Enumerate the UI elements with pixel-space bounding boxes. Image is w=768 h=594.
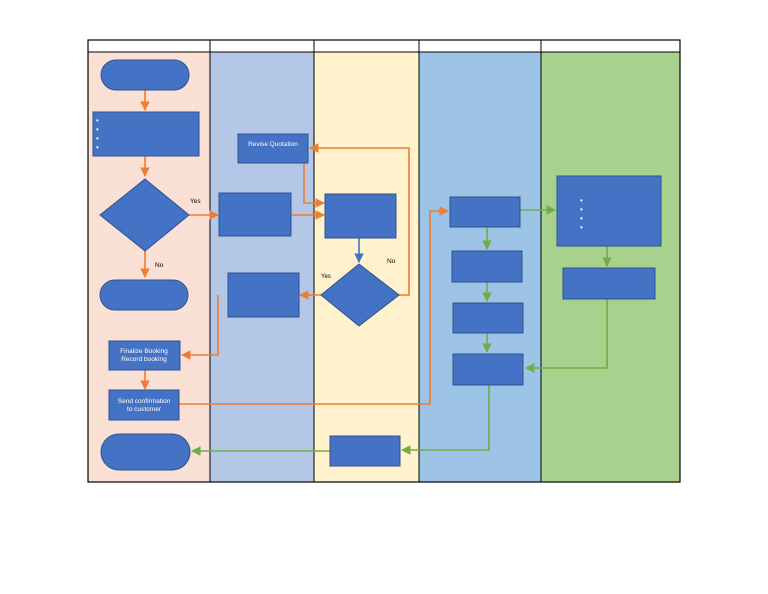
end-terminator-2[interactable] [100,433,191,471]
bullet: • [580,196,583,205]
arrow-revise-to-review [303,163,325,208]
lane3-bottom-box[interactable] [329,435,401,467]
bullet: • [580,223,583,232]
send-confirmation-box[interactable] [108,389,180,421]
connectors [140,90,612,456]
arrow-decision2-no-to-revise [309,143,410,296]
decision-diamond-2[interactable] [320,263,400,327]
decision-diamond-1[interactable] [99,178,190,252]
bullets: • • • • • • • • [96,116,583,232]
bullet: • [96,134,99,143]
arrow-step4-to-lane3-box [401,385,490,455]
finalize-booking-label-line2: Record booking [121,356,167,363]
revise-quotation-box[interactable] [237,133,309,164]
finalize-booking-label-line1: Finalize Booking [120,348,168,355]
lane-3 [314,52,419,482]
diagram-border [87,39,681,483]
revise-quotation-label: Revise Quotation [248,141,298,148]
bullet: • [96,143,99,152]
start-terminator[interactable] [100,59,190,91]
lane4-step-2[interactable] [451,250,523,283]
yes-label-decision-2: Yes [321,274,331,280]
bullet-list-box[interactable] [92,111,200,157]
lane-header-strip [87,39,681,53]
end-terminator-1[interactable] [99,279,189,311]
no-label-decision-2: No [387,258,396,265]
bullet: • [580,205,583,214]
lane-2 [210,52,314,482]
lane4-step-1[interactable] [449,196,521,228]
lane4-step-3[interactable] [452,302,524,334]
lane5-lower-box[interactable] [562,267,656,300]
shape-labels: Revise Quotation Finalize Booking Record… [118,141,299,413]
arrow-lane5-box-to-step4 [525,299,608,373]
shapes [92,59,662,471]
lane2-process-box[interactable] [218,192,292,237]
arrow-send-to-lane4 [179,206,449,405]
lane-5 [541,52,680,482]
send-confirmation-label-line1: Send confirmation [118,398,171,405]
bullet: • [96,125,99,134]
finalize-booking-box[interactable] [108,340,181,371]
bullet: • [580,214,583,223]
yes-label-decision-1: Yes [190,198,201,205]
lane3-process-box[interactable] [324,193,397,239]
edge-labels: Yes No Yes No [155,198,396,280]
lane4-step-4[interactable] [452,353,524,386]
lane5-bullet-box[interactable] [556,175,662,247]
send-confirmation-label-line2: to customer [127,406,162,413]
no-label-decision-1: No [155,262,164,269]
swimlanes [87,39,681,483]
arrow-box-to-finalize [181,295,219,360]
lane2-lower-box[interactable] [227,272,300,318]
bullet: • [96,116,99,125]
